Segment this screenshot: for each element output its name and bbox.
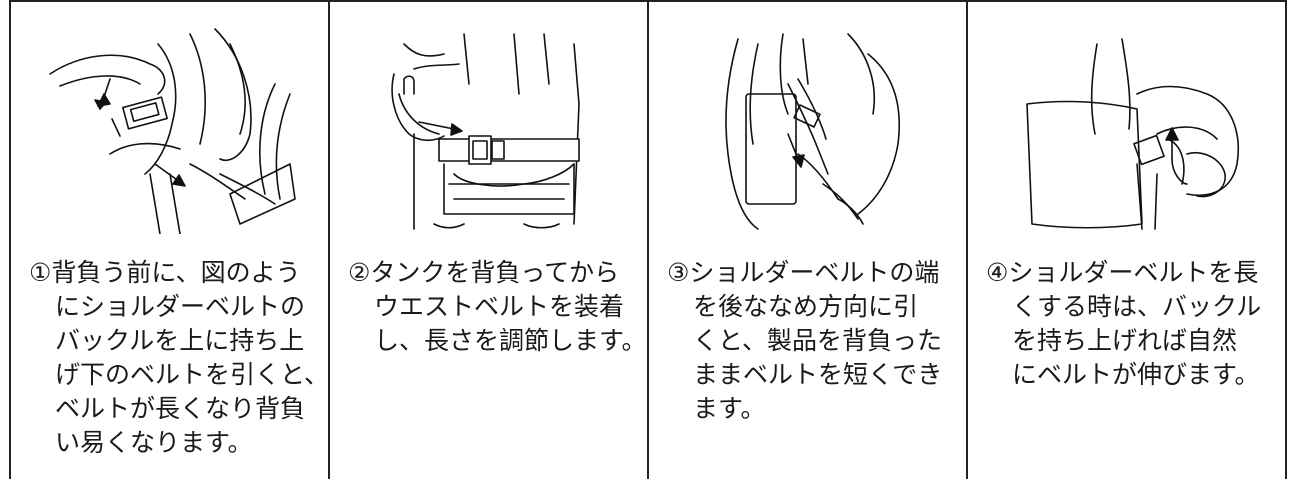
caption-line: ショルダーベルトを長 — [1008, 258, 1259, 287]
waist-belt-fasten-icon — [330, 24, 647, 244]
instruction-panel-3: ③ショルダーベルトの端 を後ななめ方向に引 くと、製品を背負った ままベルトを短… — [647, 2, 966, 479]
caption-line: バックルを上に持ち上 — [55, 326, 305, 355]
instruction-text-4: ④ショルダーベルトを長 くする時は、バックル を持ち上げれば自然 にベルトが伸び… — [986, 256, 1273, 392]
step-number: ② — [348, 258, 371, 287]
caption-line: を持ち上げれば自然 — [1012, 326, 1238, 355]
caption-line: タンクを背負ってから — [370, 258, 620, 287]
caption-line: にベルトが伸びます。 — [1012, 360, 1260, 389]
buckle-lift-loosen-icon — [968, 24, 1285, 244]
caption-line: くする時は、バックル — [1012, 292, 1262, 321]
instruction-text-3: ③ショルダーベルトの端 を後ななめ方向に引 くと、製品を背負った ままベルトを短… — [667, 256, 954, 426]
instruction-panel-4: ④ショルダーベルトを長 くする時は、バックル を持ち上げれば自然 にベルトが伸び… — [966, 2, 1285, 479]
caption-line: を後ななめ方向に引 — [693, 292, 919, 321]
caption-line: ベルトが長くなり背負 — [55, 394, 306, 423]
caption-line: ウエストベルトを装着 — [374, 292, 625, 321]
instruction-panel-2: ②タンクを背負ってから ウエストベルトを装着 し、長さを調節します。 — [328, 2, 647, 479]
caption-line: ます。 — [693, 394, 766, 423]
shoulder-belt-buckle-lift-icon — [11, 24, 328, 244]
caption-line: ままベルトを短くでき — [693, 360, 943, 389]
step-number: ④ — [986, 258, 1009, 287]
shoulder-belt-pull-icon — [649, 24, 966, 244]
caption-line: 背負う前に、図のよう — [51, 258, 301, 287]
instruction-text-1: ①背負う前に、図のよう にショルダーベルトの バックルを上に持ち上 げ下のベルト… — [29, 256, 330, 460]
caption-line: ショルダーベルトの端 — [689, 258, 940, 287]
instruction-text-2: ②タンクを背負ってから ウエストベルトを装着 し、長さを調節します。 — [348, 256, 647, 358]
caption-line: げ下のベルトを引くと、 — [55, 360, 330, 389]
caption-line: い易くなります。 — [55, 428, 253, 457]
instruction-panel-1: ①背負う前に、図のよう にショルダーベルトの バックルを上に持ち上 げ下のベルト… — [11, 2, 330, 479]
caption-line: にショルダーベルトの — [55, 292, 306, 321]
caption-line: し、長さを調節します。 — [374, 326, 647, 355]
caption-line: くと、製品を背負った — [693, 326, 943, 355]
step-number: ③ — [667, 258, 690, 287]
step-number: ① — [29, 258, 52, 287]
instruction-frame: ①背負う前に、図のよう にショルダーベルトの バックルを上に持ち上 げ下のベルト… — [9, 0, 1287, 479]
